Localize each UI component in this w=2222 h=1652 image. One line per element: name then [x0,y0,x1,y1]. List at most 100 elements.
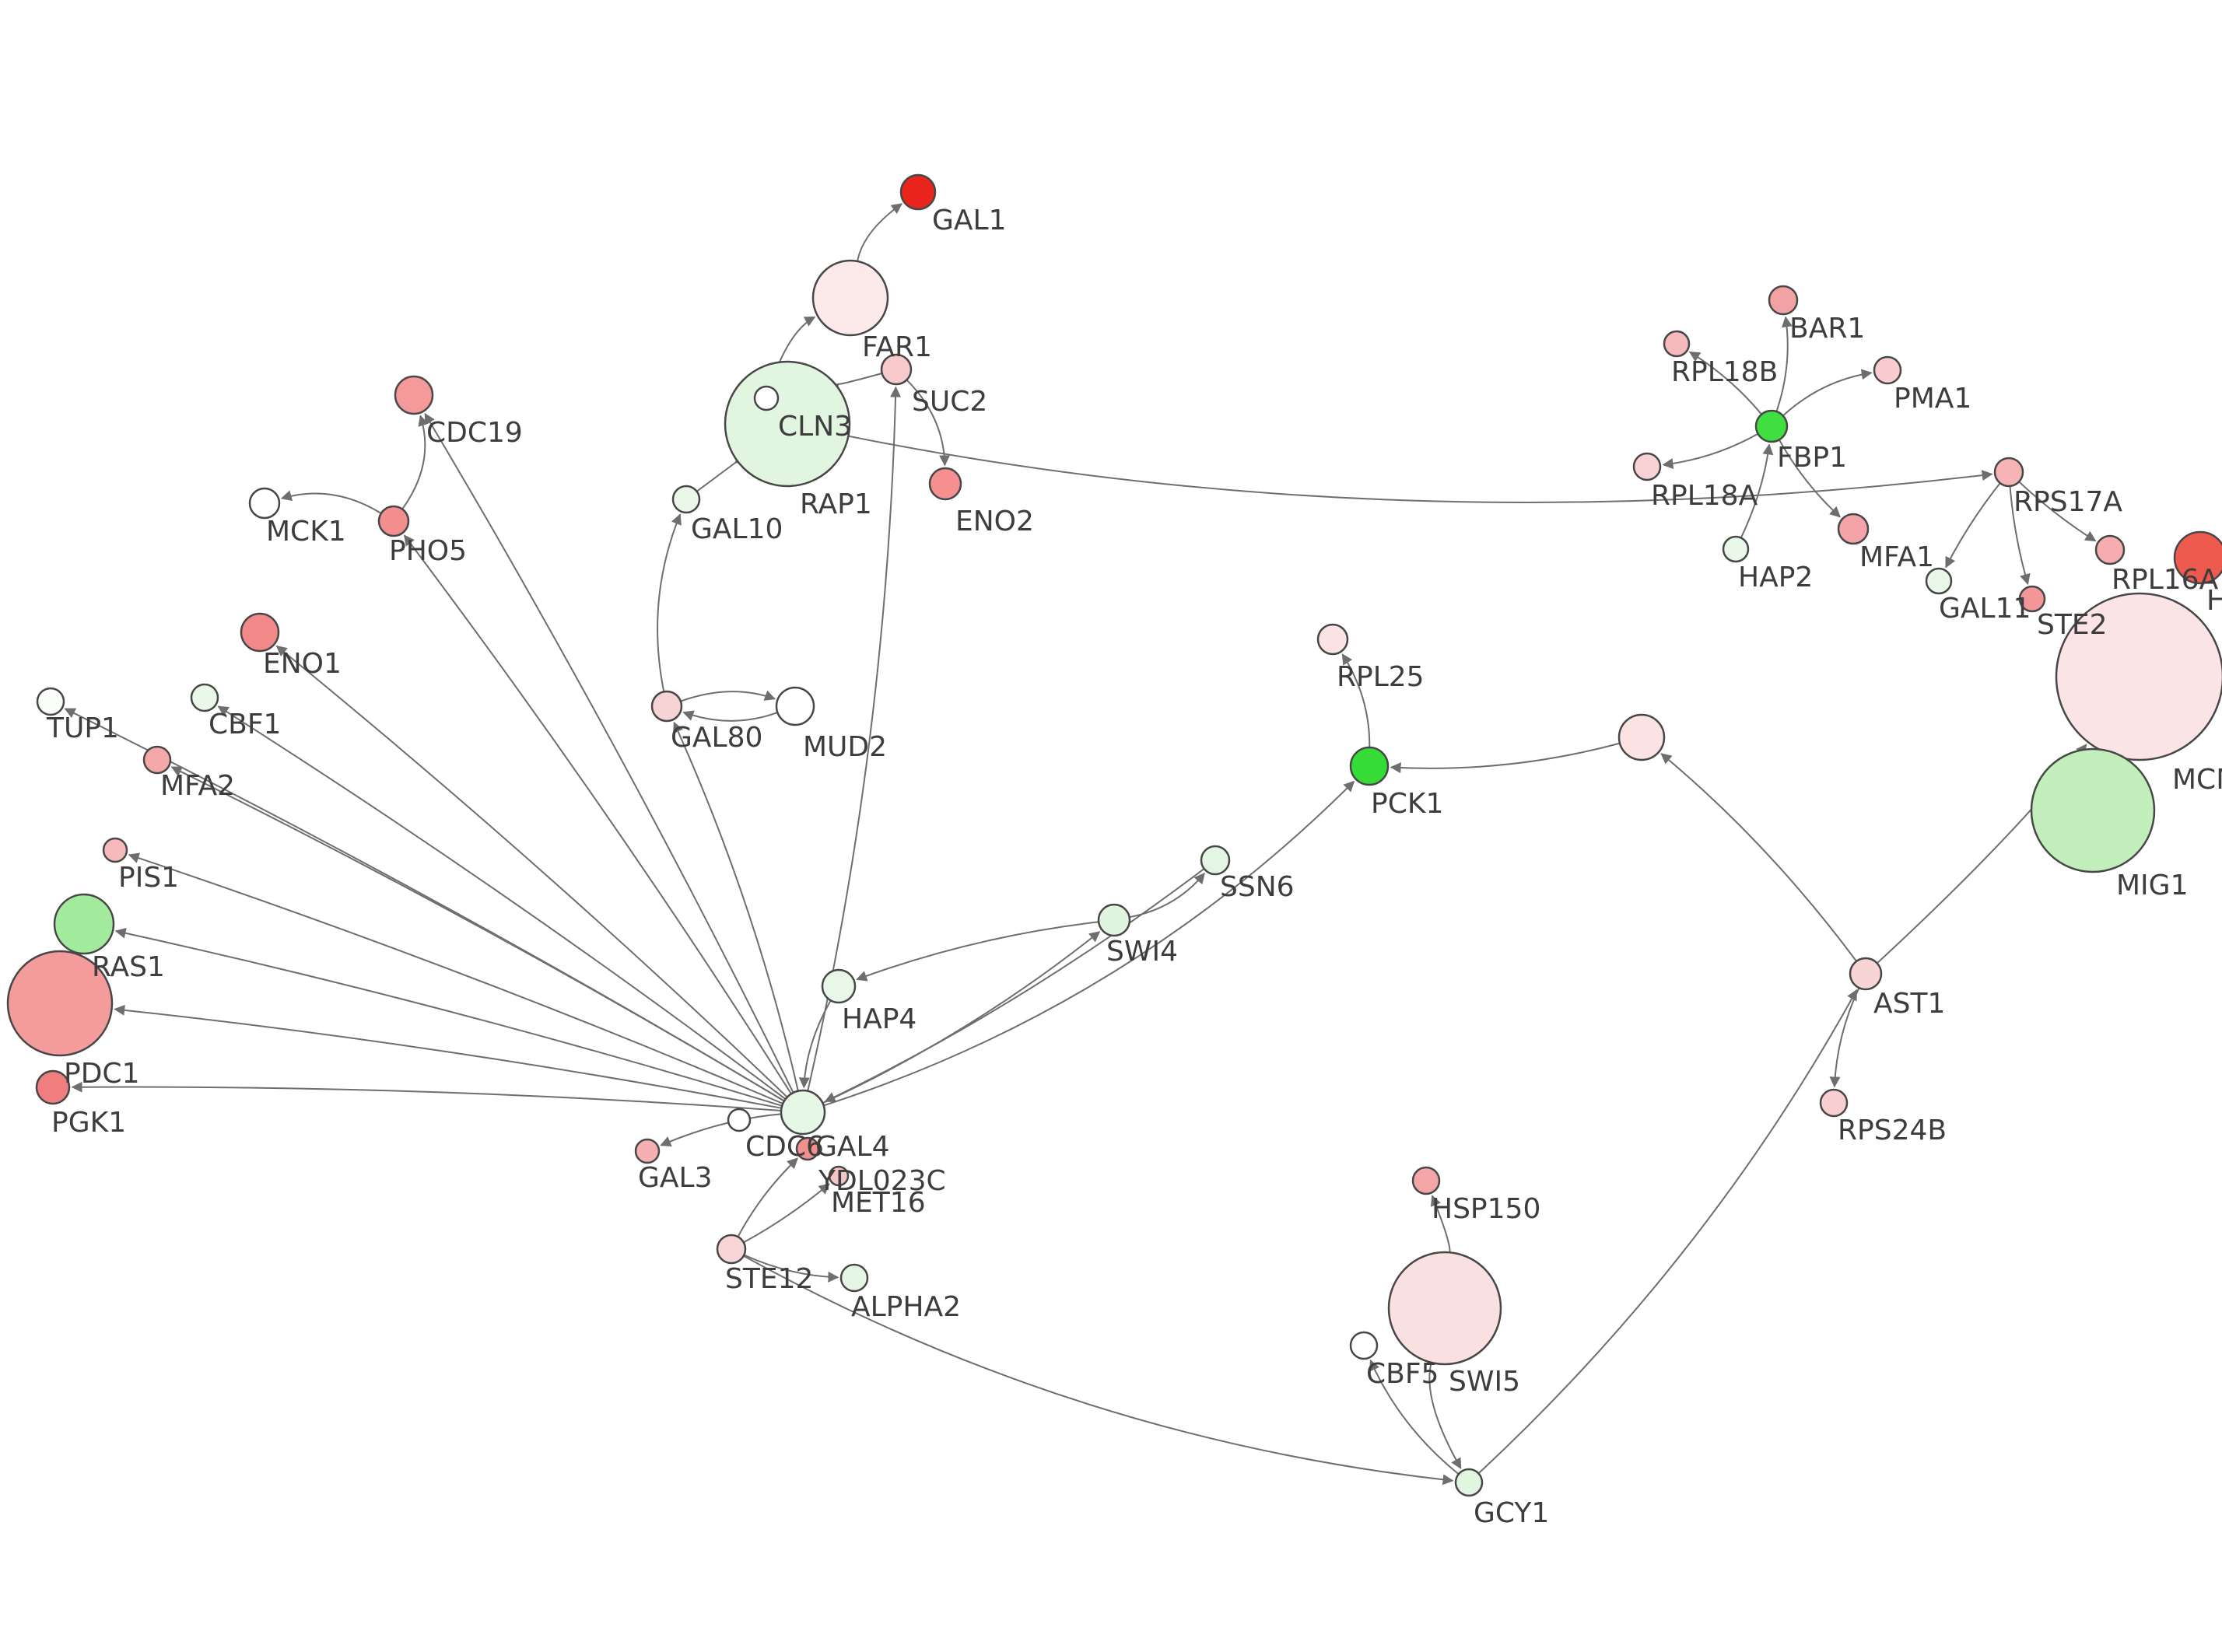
edge-PHO5-CDC19[interactable] [401,415,429,510]
edge-STE12-ALPHA2[interactable] [743,1254,839,1283]
edge-STE12-GCY1[interactable] [743,1255,1454,1486]
node-TUP1[interactable] [36,687,65,716]
node-HSP150[interactable] [1411,1166,1441,1195]
edge-GAL4-GAL80[interactable] [673,721,799,1091]
node-GAL10[interactable] [671,485,701,514]
edge-GAL4-RAS1[interactable] [114,927,783,1107]
node-GAL4[interactable] [780,1089,826,1136]
node-MCM1[interactable] [2055,592,2222,761]
node-SSN6[interactable] [1200,845,1231,876]
edge-RPS17A-GAL11[interactable] [1945,482,2001,569]
node-CBF5[interactable] [1349,1331,1379,1360]
node-CBF1[interactable] [190,683,219,712]
edge-FBP1-RPL18A[interactable] [1662,432,1759,470]
edge-FBP1-PMA1[interactable] [1782,369,1873,417]
edge-PCK1-RPL25[interactable] [1341,653,1371,748]
node-PMA1[interactable] [1873,355,1902,385]
node-RPS24B[interactable] [1819,1088,1849,1118]
edge-SWI5-HSP150[interactable] [1430,1195,1451,1253]
node-RPL16A[interactable] [2094,534,2126,565]
node-MCK1[interactable] [248,487,281,520]
edge-FBP1-RPL18B[interactable] [1688,351,1762,415]
node-BAR1[interactable] [1768,285,1799,316]
node-PIS1[interactable] [102,837,128,863]
edge-SWI5-GCY1[interactable] [1428,1362,1462,1470]
edge-GAL4-PHO5[interactable] [403,534,792,1094]
edge-UNLABELED1-PCK1[interactable] [1390,742,1621,774]
node-GAL11[interactable] [1925,567,1953,595]
node-STE2[interactable] [2018,585,2046,613]
edge-RAP1-RPS17A[interactable] [848,435,1993,503]
node-HAP2[interactable] [1722,535,1750,563]
edge-GAL4-CDC19[interactable] [424,412,794,1094]
node-UNLABELED1[interactable] [1617,713,1666,761]
edge-RPS17A-STE2[interactable] [2009,485,2031,586]
node-PGK1[interactable] [35,1069,71,1105]
edge-GAL4-PDC1[interactable] [114,1004,782,1109]
edge-GAL10-RAP1[interactable] [696,453,746,492]
edge-GAL4-CBF1[interactable] [217,705,787,1100]
node-MFA2[interactable] [142,745,172,775]
edge-GAL80-GAL10[interactable] [657,513,682,692]
edge-GAL80-MUD2[interactable] [680,690,776,702]
node-RPS17A[interactable] [1993,457,2024,488]
edge-GCY1-CBF5[interactable] [1369,1359,1460,1475]
node-RPL25[interactable] [1316,623,1349,656]
node-RPL18A[interactable] [1632,452,1662,481]
node-PDC1[interactable] [6,950,114,1057]
edge-FBP1-BAR1[interactable] [1775,316,1793,412]
edge-HAP4-GAL4[interactable] [798,999,832,1089]
edge-GAL4-MFA2[interactable] [170,766,785,1102]
node-RAS1[interactable] [53,893,115,955]
node-FAR1[interactable] [811,259,889,337]
node-MUD2[interactable] [775,686,815,726]
edge-SUC2-RAP1[interactable] [828,373,882,394]
node-MIG1[interactable] [2030,747,2156,873]
edge-PHO5-MCK1[interactable] [280,490,382,514]
node-CDC19[interactable] [394,375,434,415]
edge-SWI4-SSN6[interactable] [1129,872,1205,919]
edge-GAL4-PIS1[interactable] [128,852,783,1104]
node-PHO5[interactable] [377,505,410,537]
edge-SSN6-GAL4[interactable] [824,868,1205,1103]
edge-FAR1-GAL1[interactable] [857,203,903,262]
edge-RPS17A-RPL16A[interactable] [2018,481,2097,542]
node-AST1[interactable] [1849,957,1883,991]
node-GAL80[interactable] [650,690,683,723]
node-MFA1[interactable] [1837,513,1870,545]
node-GAL3[interactable] [634,1138,661,1164]
edge-STE12-MET16[interactable] [743,1183,830,1244]
edge-STE12-YDL023C[interactable] [737,1157,799,1237]
node-ENO2[interactable] [928,467,962,501]
node-PCK1[interactable] [1349,746,1390,786]
edge-AST1-RPS24B[interactable] [1829,987,1860,1088]
node-ENO1[interactable] [240,612,280,653]
node-SWI4[interactable] [1097,903,1131,937]
node-STE12[interactable] [716,1234,747,1265]
node-SWI5[interactable] [1387,1251,1502,1366]
node-CDC6[interactable] [727,1108,752,1132]
node-CLN3[interactable] [753,385,780,411]
edge-SWI4-HAP4[interactable] [856,921,1099,982]
edge-GAL4-PCK1[interactable] [823,780,1355,1107]
edge-FBP1-MFA1[interactable] [1778,439,1842,518]
edge-GAL4-GAL3[interactable] [660,1113,782,1146]
node-GAL1[interactable] [899,173,937,211]
edge-GAL4-SWI4[interactable] [822,931,1101,1104]
edge-GAL4-TUP1[interactable] [64,708,785,1102]
node-GCY1[interactable] [1454,1468,1484,1497]
edge-GCY1-AST1[interactable] [1477,989,1858,1475]
node-ALPHA2[interactable] [839,1263,869,1293]
edge-MUD2-GAL80[interactable] [682,710,778,722]
node-HAP4[interactable] [821,968,857,1004]
edge-GAL4-PGK1[interactable] [71,1081,782,1111]
node-SUC2[interactable] [880,353,913,386]
edge-HAP2-FBP1[interactable] [1740,443,1774,538]
node-FBP1[interactable] [1754,409,1789,443]
edge-AST1-UNLABELED1[interactable] [1660,753,1857,962]
node-MET16[interactable] [828,1165,850,1187]
edge-GAL4-ENO1[interactable] [275,645,788,1098]
node-RPL18B[interactable] [1663,330,1691,358]
